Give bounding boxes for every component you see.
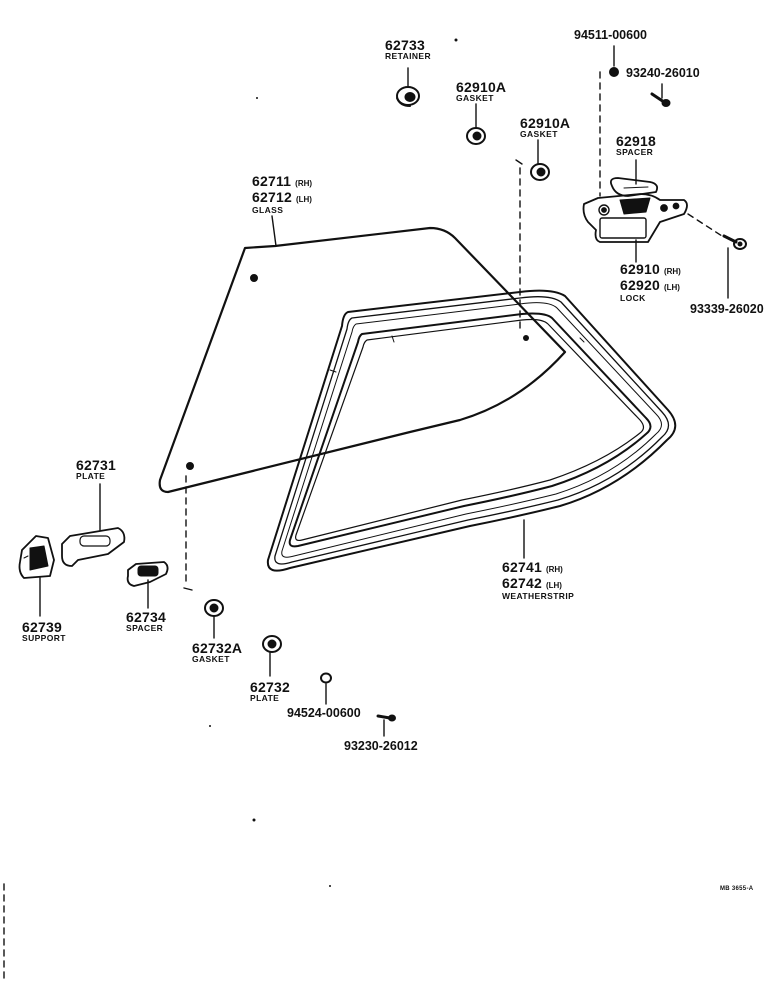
glass-panel: [158, 226, 567, 494]
label-support: 62739 SUPPORT: [22, 620, 66, 643]
glass-lh: (LH): [295, 195, 312, 204]
label-gasket-top-2: 62910A GASKET: [520, 116, 570, 139]
label-plate-bottom: 62732 PLATE: [250, 680, 290, 703]
glass-number-rh: 62711: [252, 173, 292, 189]
plate-left: [61, 527, 126, 567]
weatherstrip-seal: [266, 289, 677, 572]
spacer-bottom-number: 62734: [126, 609, 166, 625]
nut-bottom: [320, 672, 332, 684]
retainer-part: [396, 86, 420, 107]
gasket-top-1-name: GASKET: [456, 93, 494, 103]
label-spacer-lock: 62918 SPACER: [616, 134, 656, 157]
glass-name: GLASS: [252, 205, 284, 215]
label-retainer: 62733 RETAINER: [385, 38, 431, 61]
lock-name: LOCK: [620, 293, 646, 303]
spacer-lock-number: 62918: [616, 133, 656, 149]
support-number: 62739: [22, 619, 62, 635]
lock-number-rh: 62910: [620, 261, 660, 277]
scan-specks: [209, 38, 458, 887]
plate-left-name: PLATE: [76, 471, 106, 481]
weatherstrip-number-lh: 62742: [502, 575, 542, 591]
screw-right: [722, 234, 747, 250]
spacer-bottom: [126, 561, 169, 587]
weatherstrip-number-rh: 62741: [502, 559, 542, 575]
glass-number-lh: 62712: [252, 189, 292, 205]
gasket-top-2-name: GASKET: [520, 129, 558, 139]
glass-rh: (RH): [295, 179, 313, 188]
support-part: [18, 535, 55, 579]
label-spacer-bottom: 62734 SPACER: [126, 610, 166, 633]
gasket-top-1: [466, 127, 486, 145]
plate-bottom-name: PLATE: [250, 693, 280, 703]
lock-number-lh: 62920: [620, 277, 660, 293]
weatherstrip-rh: (RH): [545, 565, 563, 574]
retainer-name: RETAINER: [385, 51, 432, 61]
label-glass: 62711(RH) 62712(LH) GLASS: [252, 174, 312, 215]
leader-lines: [39, 45, 729, 737]
screw-bottom: [376, 714, 396, 722]
figure-reference: MB 3655-A: [720, 886, 754, 892]
label-gasket-top-1: 62910A GASKET: [456, 80, 506, 103]
label-screw-bottom: 93230-26012: [344, 739, 418, 753]
spacer-bottom-name: SPACER: [126, 623, 164, 633]
lock-lh: (LH): [663, 283, 680, 292]
label-nut-bottom: 94524-00600: [287, 706, 361, 720]
gasket-bottom: [204, 599, 224, 617]
label-bolt-top: 94511-00600: [574, 28, 647, 42]
weatherstrip-lh: (LH): [545, 581, 562, 590]
screw-top: [650, 92, 671, 107]
lock-assembly: [582, 177, 688, 243]
dashed-guides: [3, 71, 723, 983]
plate-bottom: [262, 635, 282, 653]
label-screw-right: 93339-26020: [690, 302, 764, 316]
label-gasket-bottom: 62732A GASKET: [192, 641, 242, 664]
label-weatherstrip: 62741(RH) 62742(LH) WEATHERSTRIP: [502, 560, 574, 601]
gasket-top-2-number: 62910A: [520, 115, 571, 131]
support-name: SUPPORT: [22, 633, 66, 643]
spacer-lock-name: SPACER: [616, 147, 654, 157]
label-lock: 62910(RH) 62920(LH) LOCK: [620, 262, 681, 303]
gasket-bottom-number: 62732A: [192, 640, 243, 656]
gasket-bottom-name: GASKET: [192, 654, 230, 664]
gasket-top-1-number: 62910A: [456, 79, 507, 95]
plate-bottom-number: 62732: [250, 679, 290, 695]
weatherstrip-name: WEATHERSTRIP: [502, 591, 575, 601]
lock-rh: (RH): [663, 267, 681, 276]
gasket-top-2: [530, 163, 550, 181]
label-screw-top: 93240-26010: [626, 66, 700, 80]
plate-left-number: 62731: [76, 457, 116, 473]
label-plate-left: 62731 PLATE: [76, 458, 116, 481]
bolt-top: [609, 67, 619, 77]
retainer-number: 62733: [385, 37, 425, 53]
